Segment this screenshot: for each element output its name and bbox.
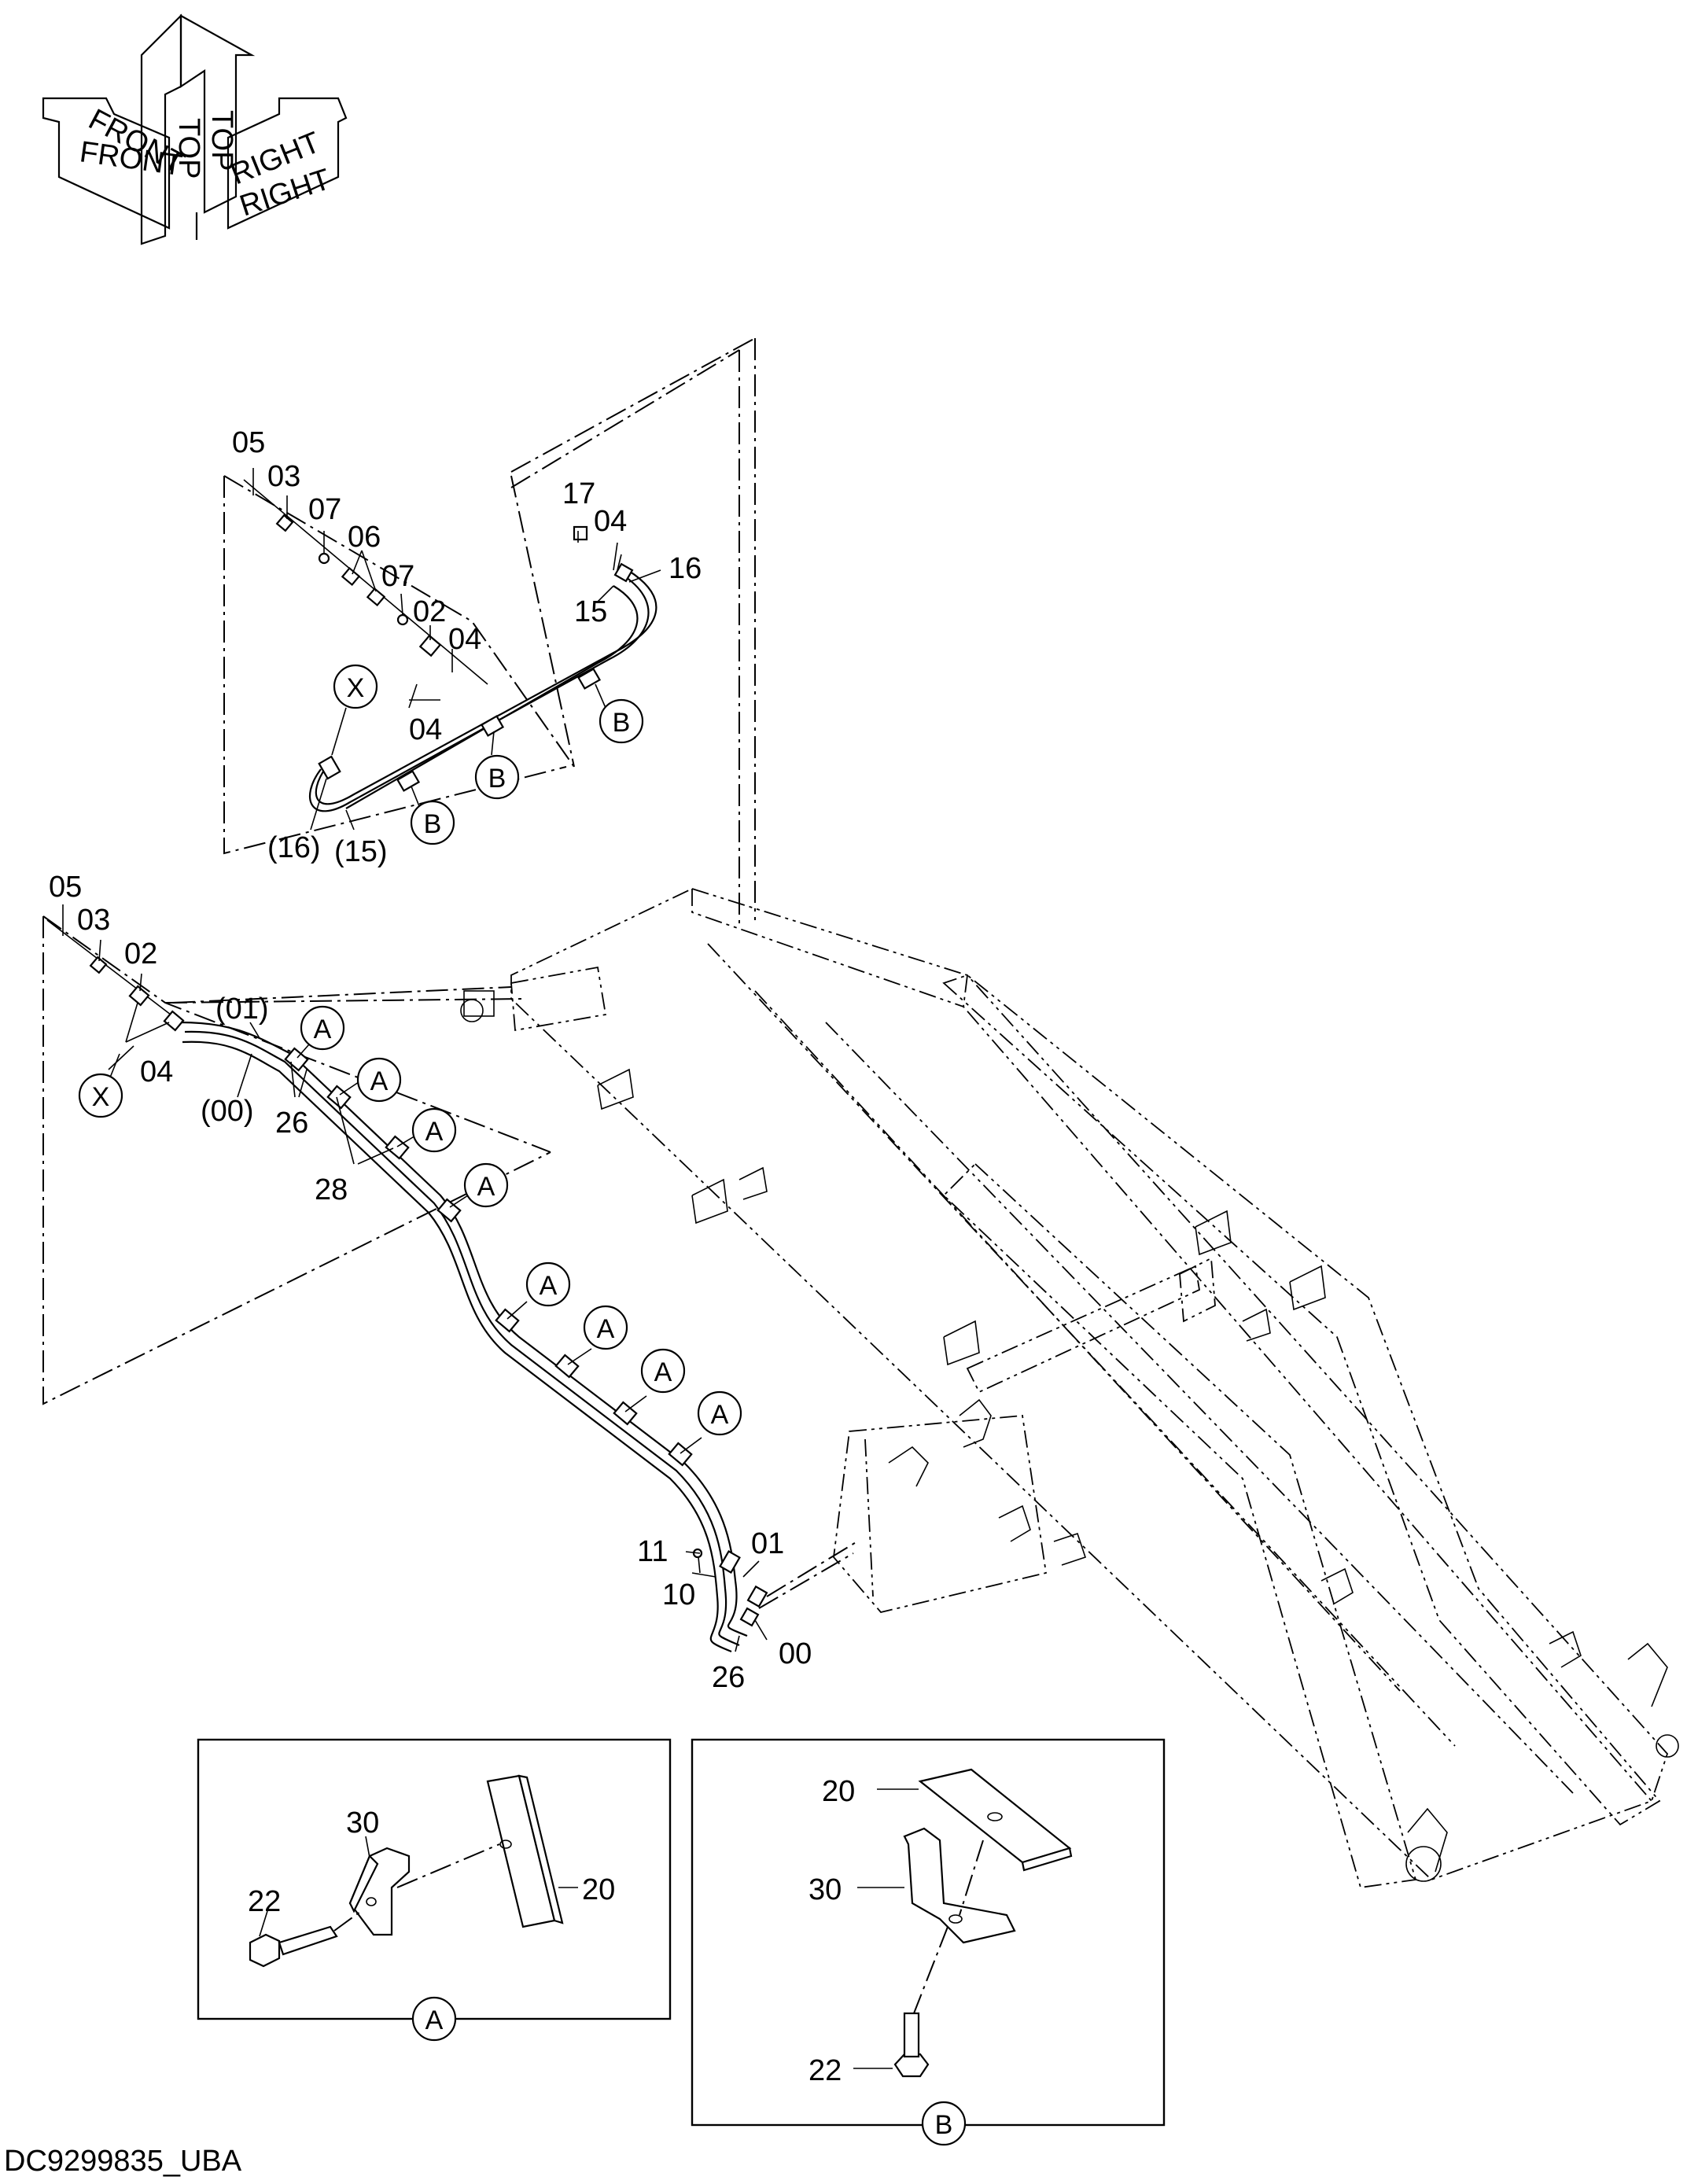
drawing-code: DC9299835_UBA (4, 2145, 242, 2178)
callout-upper-15-paren: (15) (334, 835, 388, 868)
callout-detail-b-30: 30 (808, 1873, 842, 1906)
callout-upper-05: 05 (232, 426, 265, 459)
marker-x-lower: X (78, 1073, 123, 1118)
callout-detail-b-20: 20 (822, 1775, 855, 1808)
callout-lower-26a: 26 (275, 1107, 308, 1140)
marker-a-5: A (525, 1261, 571, 1307)
callout-detail-a-22: 22 (248, 1885, 281, 1918)
svg-text:B: B (424, 809, 442, 839)
callout-upper-04b: 04 (409, 713, 442, 746)
callout-detail-a-20: 20 (582, 1873, 615, 1906)
upper-assembly (223, 468, 661, 855)
callout-upper-04c: 04 (594, 505, 627, 538)
callout-lower-10: 10 (662, 1578, 695, 1611)
callout-lower-01-paren: (01) (215, 993, 269, 1026)
boom-frame (460, 337, 1679, 1889)
marker-a-1: A (300, 1005, 345, 1051)
callout-upper-06: 06 (348, 521, 381, 554)
top-label-2: TOP (205, 110, 238, 171)
callout-upper-16-paren: (16) (267, 831, 321, 864)
orientation-icon: TOP TOP FRONT FRONT RIGHT RIGHT (42, 13, 348, 245)
marker-a-4: A (463, 1162, 509, 1208)
callout-upper-02: 02 (413, 595, 446, 628)
svg-text:X: X (92, 1082, 110, 1112)
svg-text:A: A (654, 1357, 672, 1387)
marker-a-8: A (697, 1390, 742, 1436)
lower-assembly (42, 904, 858, 1653)
callout-lower-03: 03 (77, 904, 110, 937)
svg-text:A: A (425, 1117, 444, 1147)
top-label-1: TOP (172, 118, 205, 179)
svg-text:X: X (347, 673, 365, 703)
callout-upper-04a: 04 (448, 623, 481, 656)
callout-detail-b-22: 22 (808, 2054, 842, 2087)
marker-b-1: B (599, 698, 644, 744)
callout-detail-a-30: 30 (346, 1806, 379, 1840)
callout-upper-17: 17 (562, 477, 595, 510)
callout-upper-07b: 07 (381, 560, 414, 593)
svg-text:A: A (314, 1015, 332, 1044)
callout-lower-02: 02 (124, 937, 157, 970)
svg-text:A: A (597, 1314, 615, 1344)
marker-a-7: A (640, 1348, 686, 1394)
callout-lower-28: 28 (315, 1173, 348, 1206)
svg-text:A: A (370, 1066, 389, 1096)
callout-lower-00-paren: (00) (201, 1095, 254, 1128)
callout-lower-04: 04 (140, 1055, 173, 1088)
detail-a (197, 1738, 672, 2020)
marker-a-2: A (356, 1057, 402, 1103)
callout-upper-16: 16 (669, 552, 702, 585)
marker-a-6: A (583, 1305, 628, 1350)
callout-upper-07a: 07 (308, 493, 341, 526)
detail-b-label: B (921, 2101, 967, 2146)
callout-lower-05: 05 (49, 871, 82, 904)
callout-lower-01: 01 (751, 1527, 784, 1560)
callout-upper-03: 03 (267, 460, 300, 493)
callout-lower-26b: 26 (712, 1661, 745, 1694)
callout-lower-00: 00 (779, 1637, 812, 1670)
svg-text:B: B (488, 764, 506, 794)
marker-b-3: B (410, 800, 455, 845)
callout-lower-11: 11 (637, 1535, 668, 1568)
marker-b-2: B (474, 754, 520, 800)
svg-text:B: B (613, 708, 631, 738)
svg-text:A: A (425, 2005, 444, 2035)
marker-a-3: A (411, 1107, 457, 1153)
svg-text:A: A (540, 1271, 558, 1301)
svg-text:A: A (477, 1172, 495, 1202)
marker-x-upper: X (333, 664, 378, 709)
callout-upper-15: 15 (574, 595, 607, 628)
svg-text:B: B (935, 2110, 953, 2140)
svg-text:A: A (711, 1400, 729, 1430)
detail-b (691, 1738, 1166, 2127)
detail-a-label: A (411, 1996, 457, 2042)
